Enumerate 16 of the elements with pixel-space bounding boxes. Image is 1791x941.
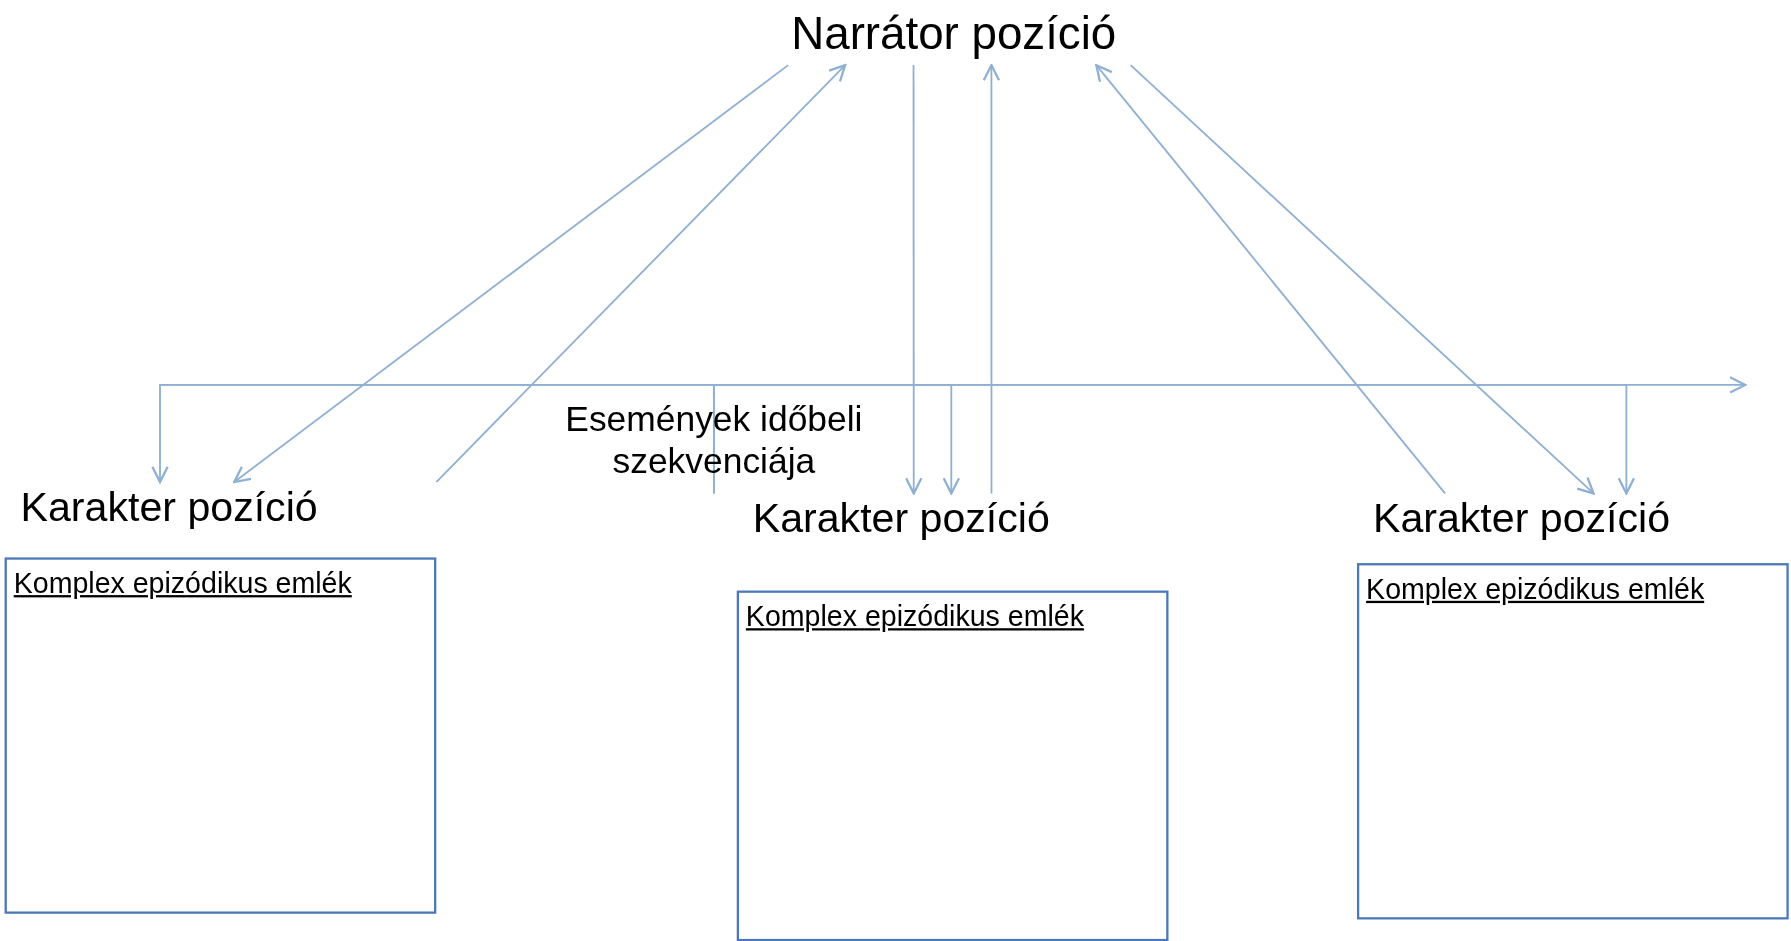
- box-heading: Komplex epizódikus emlék: [745, 599, 1084, 633]
- position-label: Karakter pozíció: [1372, 493, 1671, 544]
- arrow: [982, 63, 1001, 495]
- box-heading: Komplex epizódikus emlék: [1366, 572, 1705, 606]
- arrow: [905, 64, 923, 495]
- box-heading: Komplex epizódikus emlék: [13, 566, 352, 600]
- arrow: [233, 64, 790, 484]
- arrow: [151, 384, 715, 484]
- position-label: Karakter pozíció: [20, 482, 318, 532]
- arrow: [1129, 64, 1595, 495]
- arrow: [712, 384, 1636, 495]
- arrow: [1095, 63, 1446, 495]
- position-label: Narrátor pozíció: [771, 5, 1137, 63]
- arrow: [435, 63, 847, 483]
- timeline-label: Események időbeli szekvenciája: [527, 397, 901, 492]
- position-label: Karakter pozíció: [752, 493, 1050, 544]
